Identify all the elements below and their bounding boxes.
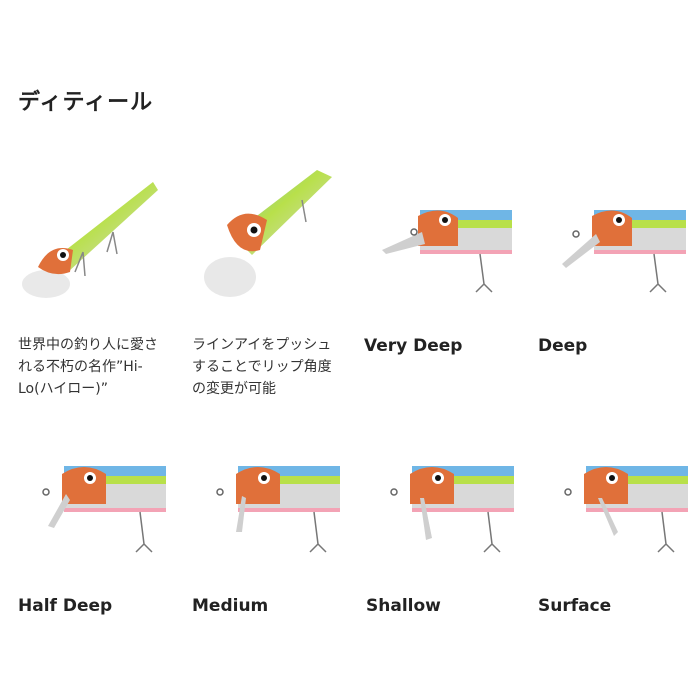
lure-side-very-deep-photo <box>380 206 512 302</box>
lure-side-deep-photo <box>554 206 686 302</box>
label-medium: Medium <box>192 596 269 616</box>
label-half-deep: Half Deep <box>18 596 113 616</box>
label-shallow: Shallow <box>366 596 441 616</box>
section-title: ディティール <box>18 90 154 115</box>
lure-angled-photo <box>18 172 168 312</box>
caption-2: ラインアイをプッシュすることでリップ角度の変更が可能 <box>192 337 332 397</box>
caption-1: 世界中の釣り人に愛される不朽の名作”Hi-Lo(ハイロー)” <box>18 337 158 397</box>
lure-side-medium-photo <box>208 462 340 562</box>
lure-angled-photo-2 <box>192 165 342 305</box>
label-very-deep: Very Deep <box>364 336 463 356</box>
lure-side-surface-photo <box>556 462 688 562</box>
lure-side-shallow-photo <box>382 462 514 562</box>
lure-side-half-deep-photo <box>34 462 166 562</box>
label-deep: Deep <box>538 336 588 356</box>
label-surface: Surface <box>538 596 612 616</box>
